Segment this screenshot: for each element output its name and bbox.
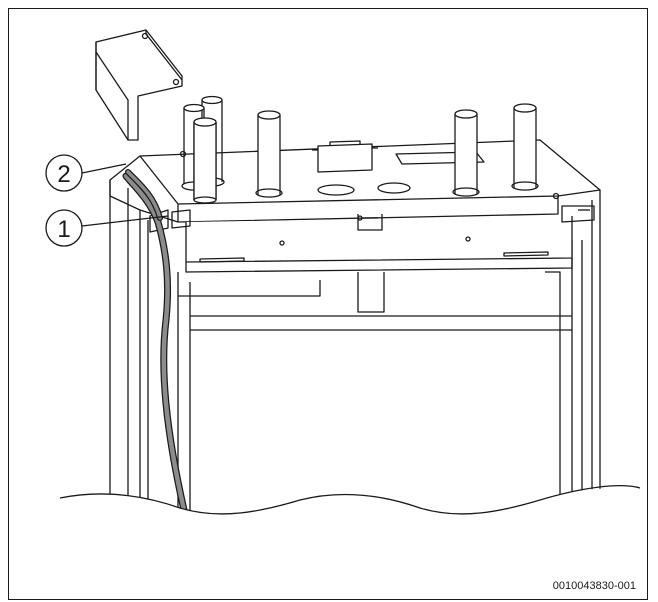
front-beam [149, 205, 595, 273]
right-upright [571, 190, 601, 514]
connector-box [312, 140, 378, 173]
pipe-6 [511, 103, 539, 191]
cable [122, 169, 188, 514]
callout-2: 2 [45, 154, 127, 192]
callout-1-number: 1 [57, 216, 70, 243]
callout-2-number: 2 [57, 161, 70, 188]
left-upright [109, 180, 149, 514]
inner-frame [177, 271, 572, 514]
figure-frame [8, 8, 648, 600]
top-holes [179, 150, 560, 221]
pipe-5 [452, 109, 480, 197]
break-line [59, 484, 641, 515]
callout-1: 1 [45, 209, 169, 247]
pipe-4 [255, 110, 283, 198]
removed-cover-piece [95, 29, 183, 141]
document-id: 0010043830-001 [552, 580, 636, 592]
pipe-3 [193, 117, 217, 204]
